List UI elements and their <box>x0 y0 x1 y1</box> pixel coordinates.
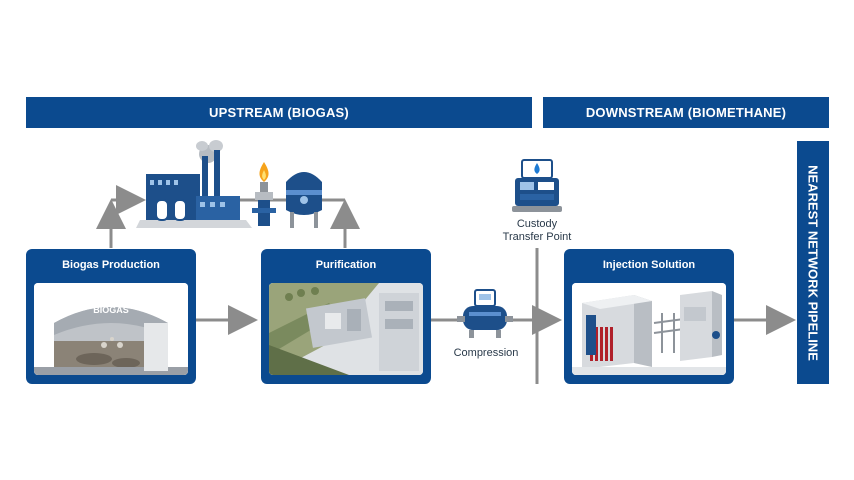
upstream-banner-label: UPSTREAM (BIOGAS) <box>209 105 349 120</box>
purification-title: Purification <box>315 259 377 271</box>
compressor-icon <box>457 289 513 338</box>
upstream-banner: UPSTREAM (BIOGAS) <box>26 97 532 128</box>
compression-label: Compression <box>453 347 519 359</box>
storage-tank-icon <box>286 172 322 228</box>
downstream-banner-label: DOWNSTREAM (BIOMETHANE) <box>585 105 787 120</box>
injection-solution-card: Injection Solution <box>564 249 734 384</box>
flare-icon <box>252 162 276 226</box>
injection-skid-image <box>572 283 726 375</box>
downstream-banner: DOWNSTREAM (BIOMETHANE) <box>543 97 829 128</box>
biogas-production-title: Biogas Production <box>62 259 160 271</box>
custody-transfer-line1: Custody <box>516 218 558 230</box>
digester-image: BIOGAS <box>34 283 188 375</box>
purification-card: Purification <box>261 249 431 384</box>
injection-solution-title: Injection Solution <box>602 259 696 271</box>
custody-transfer-line2: Transfer Point <box>502 231 572 243</box>
meter-icon <box>512 159 562 212</box>
digester-biogas-label: BIOGAS <box>93 305 129 315</box>
purification-plant-image <box>269 283 423 375</box>
biogas-production-card: Biogas Production BIOGAS <box>26 249 196 384</box>
custody-transfer-label: Custody Transfer Point <box>490 218 584 244</box>
network-pipeline-banner: NEAREST NETWORK PIPELINE <box>797 141 829 384</box>
factory-icon <box>136 140 252 228</box>
